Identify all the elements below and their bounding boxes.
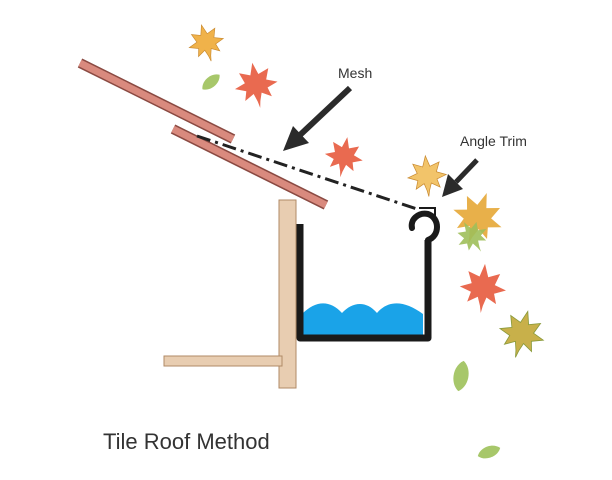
angle-trim — [419, 207, 436, 222]
rafter-board — [163, 355, 283, 367]
maple-leaf-icon — [493, 304, 551, 364]
mesh-line — [196, 134, 421, 212]
roof-tiles — [77, 58, 329, 210]
gutter — [296, 207, 440, 342]
angle-trim-label: Angle Trim — [460, 133, 527, 149]
oval-leaf-icon — [198, 70, 224, 94]
gutter-profile — [296, 224, 432, 342]
maple-leaf-icon — [183, 19, 229, 67]
maple-leaf-icon — [457, 261, 509, 316]
roof-tile-upper-fill — [78, 59, 235, 143]
diagram-title: Tile Roof Method — [103, 429, 270, 454]
mesh-arrow-shaft — [297, 85, 353, 138]
fascia-board — [278, 199, 297, 389]
angle-trim-arrow-shaft — [454, 158, 479, 184]
gutter-bead — [408, 210, 440, 243]
roof-tile-lower-fill — [171, 125, 328, 209]
maple-leaf-icon — [405, 153, 449, 199]
maple-leaf-icon — [230, 58, 282, 112]
water — [302, 303, 423, 336]
oval-leaf-icon — [475, 442, 503, 462]
callout-arrows — [283, 85, 479, 197]
mesh-label: Mesh — [338, 65, 372, 81]
oval-leaf-icon — [451, 359, 471, 393]
timbers — [163, 199, 297, 389]
leaves — [183, 19, 551, 462]
mesh-arrow-head — [283, 126, 309, 151]
maple-leaf-icon — [321, 133, 367, 181]
angle-trim-arrow-head — [442, 174, 463, 197]
